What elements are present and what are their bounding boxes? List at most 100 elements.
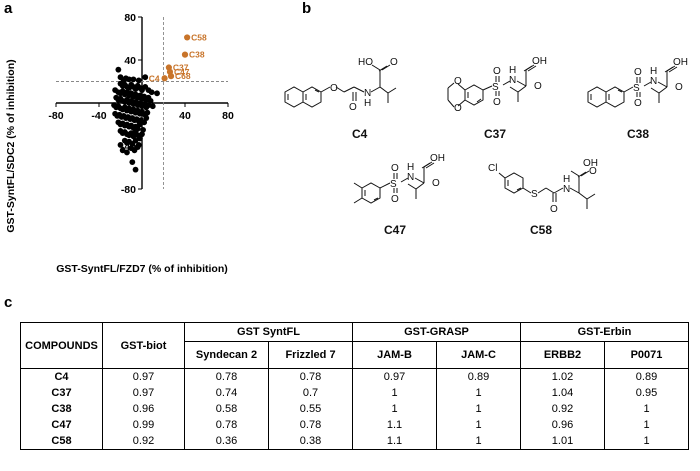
atom-label: O bbox=[390, 57, 398, 68]
compound-cell: C4 bbox=[20, 368, 103, 385]
atom-label: O bbox=[534, 81, 542, 92]
atom-label: O bbox=[454, 103, 462, 114]
data-point bbox=[149, 103, 156, 110]
value-cell: 1 bbox=[436, 433, 521, 450]
subheader: JAM-C bbox=[436, 341, 521, 369]
value-cell: 0.55 bbox=[268, 401, 353, 417]
data-point bbox=[117, 142, 124, 148]
x-tick-label: -40 bbox=[91, 110, 106, 122]
y-tick-label: 40 bbox=[124, 55, 136, 67]
data-point bbox=[143, 115, 150, 121]
subheader: Frizzled 7 bbox=[268, 341, 353, 369]
value-cell: 1.1 bbox=[352, 417, 437, 433]
value-cell: 1 bbox=[604, 417, 689, 433]
x-tick-label: 80 bbox=[222, 110, 234, 122]
atom-label: O bbox=[493, 66, 501, 77]
atom-label: H bbox=[364, 98, 371, 109]
gst-biot-header: GST-biot bbox=[102, 322, 185, 369]
data-point bbox=[132, 137, 139, 144]
highlight-label-c38: C38 bbox=[189, 50, 205, 60]
atom-label: S bbox=[531, 189, 538, 200]
subheader: ERBB2 bbox=[520, 341, 605, 369]
value-cell: 1 bbox=[604, 433, 689, 450]
atom-label: O bbox=[391, 163, 399, 174]
subheader: Syndecan 2 bbox=[184, 341, 269, 369]
atom-label: OH bbox=[673, 57, 688, 68]
x-tick-label: 40 bbox=[179, 110, 191, 122]
compounds-header: COMPOUNDS bbox=[20, 322, 103, 369]
data-point bbox=[147, 97, 154, 104]
atom-label: O bbox=[330, 83, 338, 94]
data-point bbox=[136, 135, 143, 142]
value-cell: 1.01 bbox=[520, 433, 605, 450]
value-cell: 1 bbox=[352, 385, 437, 401]
data-point bbox=[141, 119, 148, 126]
data-point bbox=[119, 147, 126, 154]
data-point bbox=[132, 166, 139, 173]
compound-label: C37 bbox=[484, 127, 506, 141]
value-cell: 0.97 bbox=[352, 368, 437, 385]
x-axis-label: GST-SyntFL/FZD7 (% of inhibition) bbox=[56, 263, 227, 275]
value-cell: 0.74 bbox=[184, 385, 269, 401]
data-point bbox=[136, 121, 143, 128]
atom-label: OH bbox=[430, 153, 445, 164]
data-point bbox=[139, 131, 145, 138]
highlight-label-c37: C37 bbox=[173, 63, 189, 73]
highlight-point-c68 bbox=[167, 73, 175, 80]
highlight-label-c4: C4 bbox=[149, 73, 160, 83]
data-point bbox=[115, 66, 122, 73]
value-cell: 1.04 bbox=[520, 385, 605, 401]
atom-label: O bbox=[349, 102, 357, 113]
group-header-syntfl: GST SyntFL bbox=[184, 322, 353, 342]
value-cell: 0.7 bbox=[268, 385, 353, 401]
structure-c37 bbox=[447, 64, 537, 108]
value-cell: 0.96 bbox=[520, 417, 605, 433]
atom-label: Cl bbox=[488, 163, 497, 174]
value-cell: 0.38 bbox=[268, 433, 353, 450]
highlight-point-c58 bbox=[184, 34, 191, 41]
data-point bbox=[135, 77, 142, 84]
atom-label: OH bbox=[583, 158, 598, 169]
compound-label: C4 bbox=[352, 127, 368, 141]
data-point bbox=[148, 89, 155, 96]
atom-label: S bbox=[492, 82, 499, 93]
atom-label: O bbox=[589, 166, 597, 177]
threshold-lines bbox=[56, 17, 228, 189]
data-point bbox=[154, 90, 160, 97]
atom-label: OH bbox=[532, 56, 547, 67]
group-header-grasp: GST-GRASP bbox=[352, 322, 521, 342]
atom-label: O bbox=[493, 97, 501, 108]
group-header-erbin: GST-Erbin bbox=[520, 322, 689, 342]
atom-label: N bbox=[563, 184, 570, 195]
compound-cell: C47 bbox=[20, 417, 103, 433]
value-cell: 0.97 bbox=[102, 368, 185, 385]
subheader: P0071 bbox=[604, 341, 689, 369]
y-axis-label: GST-SyntFL/SDC2 (% of inhibition) bbox=[5, 59, 17, 232]
atom-label: O bbox=[634, 98, 642, 109]
compound-label: C47 bbox=[384, 223, 406, 237]
value-cell: 0.92 bbox=[520, 401, 605, 417]
atom-label: S bbox=[390, 179, 397, 190]
data-point bbox=[124, 149, 130, 156]
subheader: JAM-B bbox=[352, 341, 437, 369]
y-tick-label: -80 bbox=[121, 184, 136, 196]
atom-label: O bbox=[432, 178, 440, 189]
structure-c4 bbox=[284, 64, 397, 108]
value-cell: 0.96 bbox=[102, 401, 185, 417]
value-cell: 1 bbox=[352, 401, 437, 417]
panel-label-a: a bbox=[4, 0, 13, 17]
value-cell: 0.89 bbox=[436, 368, 521, 385]
atom-label: O bbox=[550, 204, 558, 215]
data-point bbox=[129, 159, 136, 166]
compound-label: C58 bbox=[530, 223, 552, 237]
value-cell: 0.99 bbox=[102, 417, 185, 433]
value-cell: 0.92 bbox=[102, 433, 185, 450]
data-points bbox=[111, 66, 160, 173]
selectivity-table: COMPOUNDS GST-biot GST SyntFL GST-GRASP … bbox=[20, 322, 689, 450]
value-cell: 0.78 bbox=[268, 368, 353, 385]
highlight-point-c38 bbox=[181, 51, 189, 58]
